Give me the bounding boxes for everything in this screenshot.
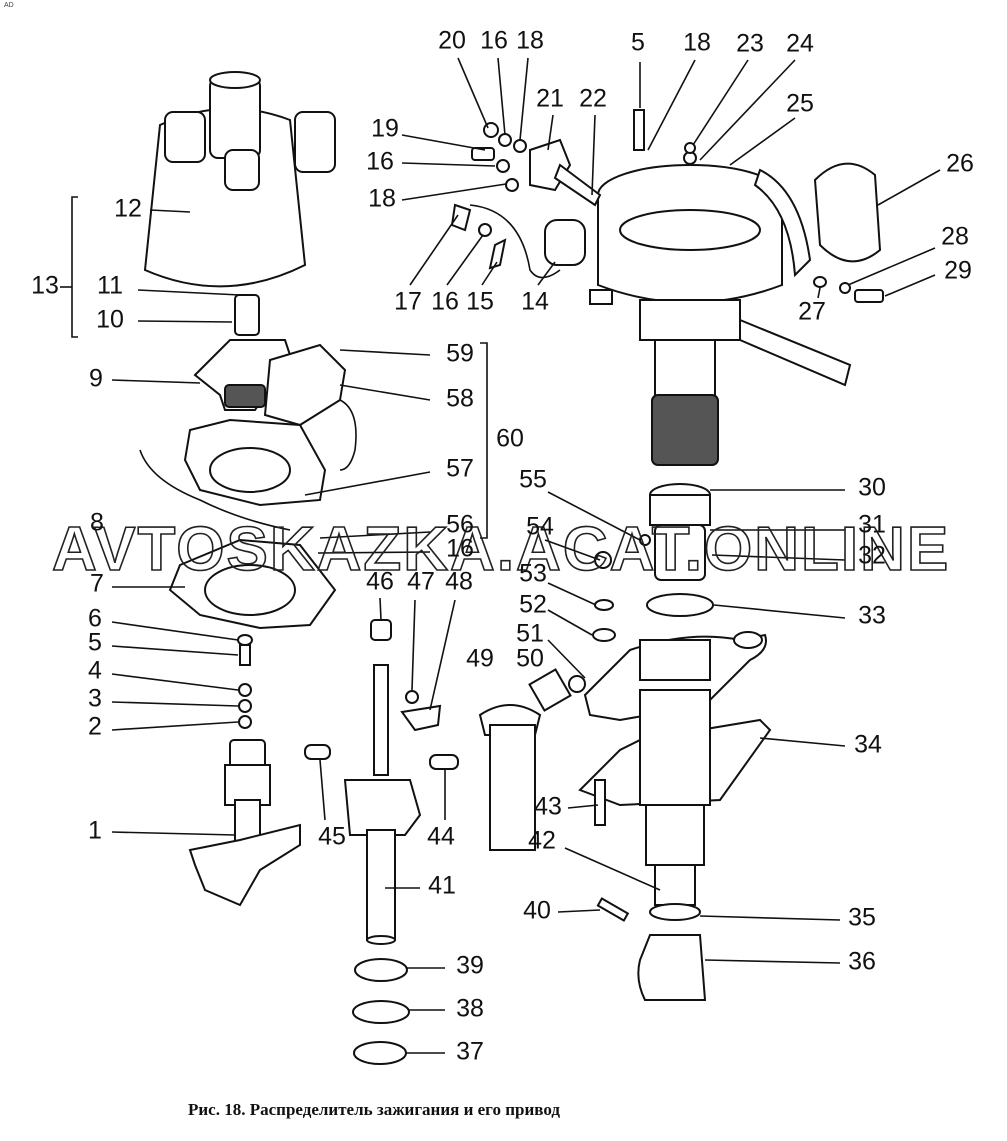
rotor bbox=[193, 339, 297, 411]
label-10: 10 bbox=[96, 306, 124, 334]
label-51: 51 bbox=[516, 620, 544, 648]
label-6: 6 bbox=[88, 605, 102, 633]
label-34: 34 bbox=[854, 731, 882, 759]
label-3: 3 bbox=[88, 685, 102, 713]
label-58: 58 bbox=[446, 385, 474, 413]
label-5: 5 bbox=[631, 29, 645, 57]
label-23: 23 bbox=[736, 30, 764, 58]
label-12: 12 bbox=[114, 195, 142, 223]
label-25: 25 bbox=[786, 90, 814, 118]
label-59: 59 bbox=[446, 340, 474, 368]
label-56: 56 bbox=[446, 511, 474, 539]
label-5: 5 bbox=[88, 629, 102, 657]
distributor-cap bbox=[143, 71, 336, 336]
label-57: 57 bbox=[446, 455, 474, 483]
label-17: 17 bbox=[394, 288, 422, 316]
label-50: 50 bbox=[516, 645, 544, 673]
label-13: 13 bbox=[31, 272, 59, 300]
label-53: 53 bbox=[519, 560, 547, 588]
small-parts-left bbox=[237, 634, 253, 729]
label-46: 46 bbox=[366, 568, 394, 596]
label-16: 16 bbox=[366, 148, 394, 176]
part-labels: 20 16 18 5 18 23 24 25 26 21 22 19 16 18… bbox=[31, 27, 974, 1066]
label-26: 26 bbox=[946, 150, 974, 178]
label-37: 37 bbox=[456, 1038, 484, 1066]
label-42: 42 bbox=[528, 827, 556, 855]
small-parts-top bbox=[450, 122, 602, 279]
breaker-plate bbox=[139, 343, 357, 630]
label-54: 54 bbox=[526, 513, 554, 541]
label-21: 21 bbox=[536, 85, 564, 113]
label-49: 49 bbox=[466, 645, 494, 673]
label-43: 43 bbox=[534, 793, 562, 821]
shaft-41 bbox=[304, 619, 459, 1065]
label-16: 16 bbox=[446, 535, 474, 563]
label-1: 1 bbox=[88, 817, 102, 845]
leader-lines bbox=[60, 57, 941, 1054]
lower-body-parts bbox=[578, 483, 772, 1001]
label-2: 2 bbox=[88, 713, 102, 741]
label-60: 60 bbox=[496, 425, 524, 453]
label-38: 38 bbox=[456, 995, 484, 1023]
label-11: 11 bbox=[97, 272, 123, 300]
label-22: 22 bbox=[579, 85, 607, 113]
label-16: 16 bbox=[480, 27, 508, 55]
label-27: 27 bbox=[798, 298, 826, 326]
label-52: 52 bbox=[519, 591, 547, 619]
label-9: 9 bbox=[89, 365, 103, 393]
label-55: 55 bbox=[519, 466, 547, 494]
distributor-body bbox=[589, 109, 884, 466]
label-40: 40 bbox=[523, 897, 551, 925]
label-47: 47 bbox=[407, 568, 435, 596]
label-19: 19 bbox=[371, 115, 399, 143]
label-4: 4 bbox=[88, 657, 102, 685]
label-14: 14 bbox=[521, 288, 549, 316]
label-20: 20 bbox=[438, 27, 466, 55]
watermark: AVTOSKAZKA.ACAT.ONLINE bbox=[52, 515, 950, 584]
label-18: 18 bbox=[683, 29, 711, 57]
label-16: 16 bbox=[431, 288, 459, 316]
label-28: 28 bbox=[941, 223, 969, 251]
label-31: 31 bbox=[858, 511, 886, 539]
label-45: 45 bbox=[318, 823, 346, 851]
label-29: 29 bbox=[944, 257, 972, 285]
label-39: 39 bbox=[456, 952, 484, 980]
label-35: 35 bbox=[848, 904, 876, 932]
label-30: 30 bbox=[858, 474, 886, 502]
corner-mark: AD bbox=[4, 2, 14, 9]
label-15: 15 bbox=[466, 288, 494, 316]
label-41: 41 bbox=[428, 872, 456, 900]
label-44: 44 bbox=[427, 823, 455, 851]
drive-shaft-1 bbox=[188, 739, 301, 907]
label-33: 33 bbox=[858, 602, 886, 630]
label-18: 18 bbox=[516, 27, 544, 55]
label-18: 18 bbox=[368, 185, 396, 213]
label-7: 7 bbox=[90, 570, 104, 598]
label-36: 36 bbox=[848, 948, 876, 976]
figure-caption: Рис. 18. Распределитель зажигания и его … bbox=[188, 1100, 560, 1119]
label-32: 32 bbox=[858, 542, 886, 570]
label-8: 8 bbox=[90, 509, 104, 537]
label-48: 48 bbox=[445, 568, 473, 596]
label-24: 24 bbox=[786, 30, 814, 58]
shaft-42 bbox=[478, 668, 586, 851]
